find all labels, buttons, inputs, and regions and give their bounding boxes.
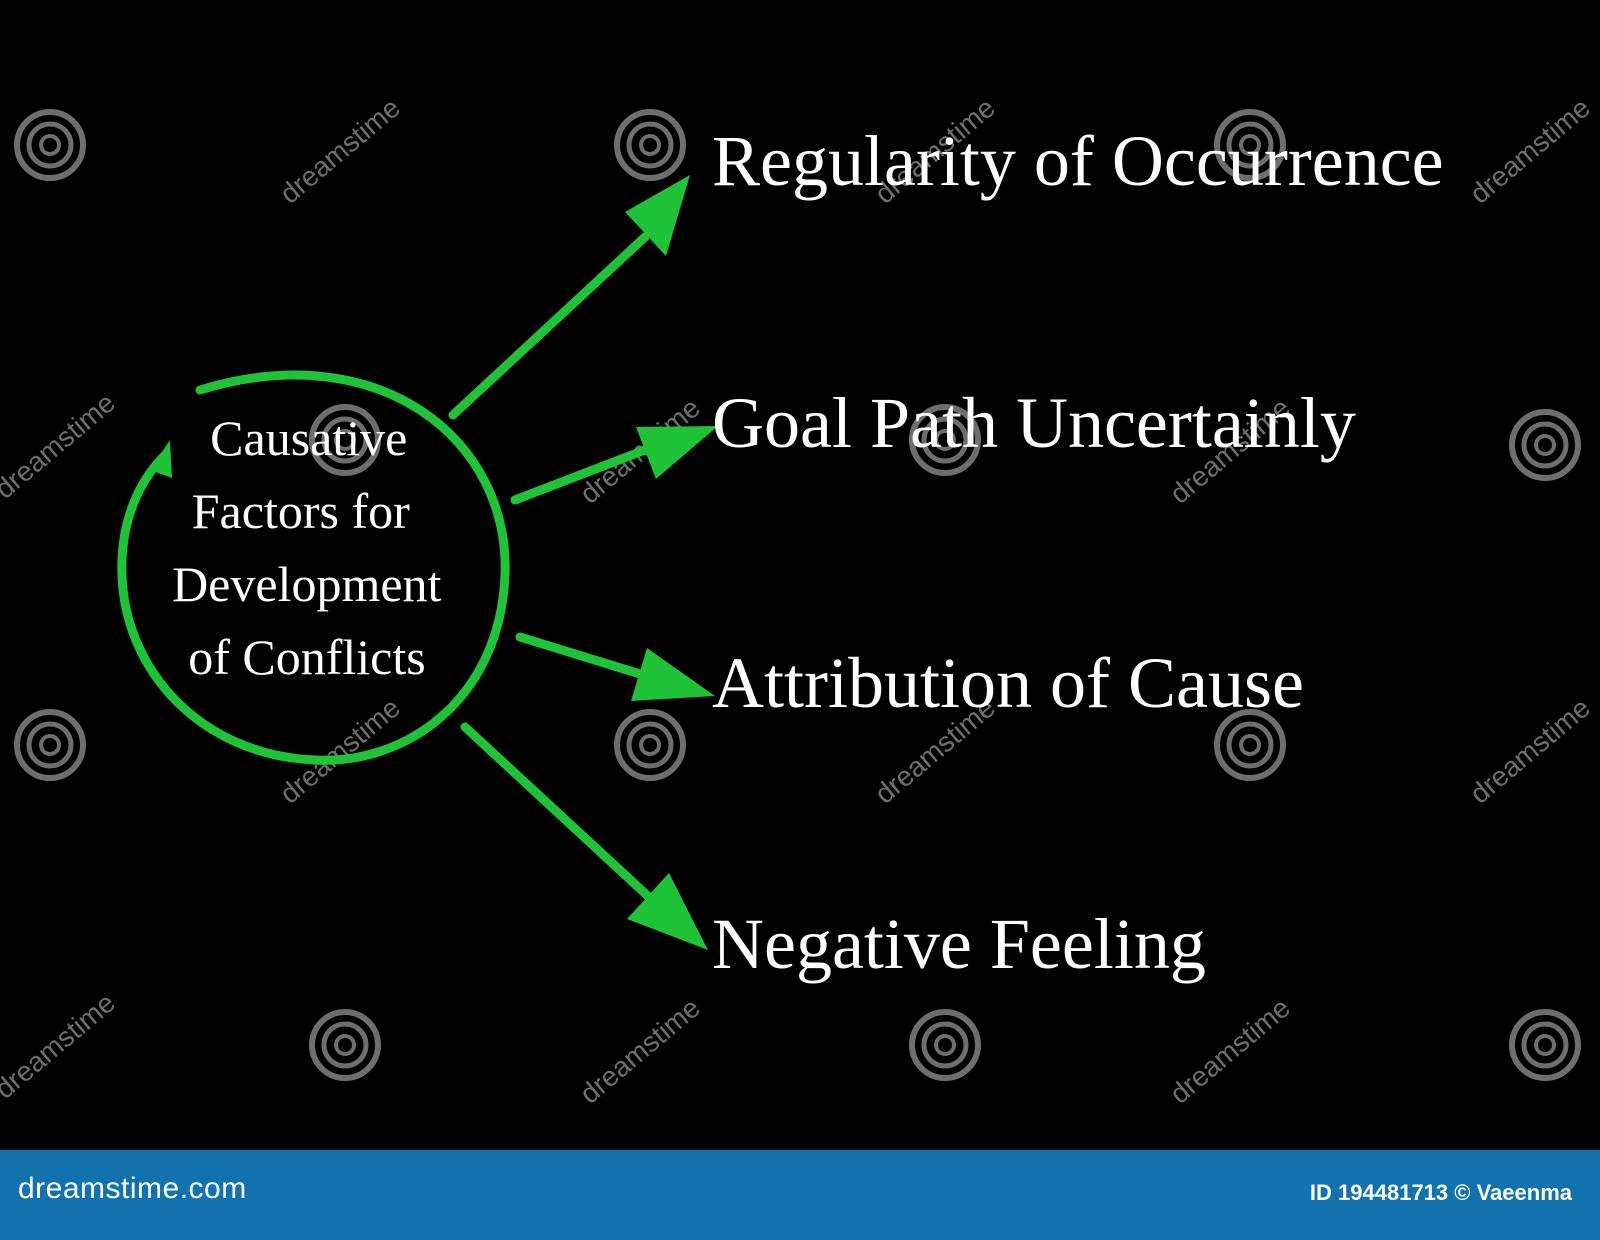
watermark-spiral-icon — [617, 112, 683, 178]
arrowhead-icon — [627, 873, 708, 950]
branch-labels: Regularity of Occurrence Goal Path Uncer… — [712, 121, 1444, 984]
watermark-text: dreamstime — [1464, 92, 1596, 210]
branch-label: Regularity of Occurrence — [712, 121, 1444, 201]
center-node: Causative Factors for Development of Con… — [117, 370, 510, 765]
arrowhead-icon — [636, 426, 718, 479]
center-label: Causative Factors for Development of Con… — [172, 410, 454, 685]
center-circle — [117, 370, 510, 765]
diagram-canvas: dreamstime dreamstime dreamstime dreamst… — [0, 92, 1596, 1110]
watermark-spiral-icon — [1512, 1012, 1578, 1078]
watermark-text: dreamstime — [1164, 992, 1296, 1110]
branch-label: Goal Path Uncertainly — [712, 383, 1356, 463]
arrow-to-branch-2 — [510, 426, 718, 505]
watermark-spiral-icon — [912, 1012, 978, 1078]
watermark-text: dreamstime — [274, 92, 406, 210]
center-label-line: Development — [172, 556, 441, 612]
center-label-line: Causative — [210, 410, 407, 466]
watermark-text: dreamstime — [0, 387, 121, 505]
arrow-to-branch-1 — [448, 175, 690, 420]
arrow-to-branch-4 — [460, 722, 708, 950]
arrowhead-icon — [631, 648, 715, 701]
footer-credit: ID 194481713 © Vaeenma — [1309, 1180, 1572, 1205]
watermark-spiral-icon — [17, 712, 83, 778]
arrow-to-branch-3 — [515, 632, 715, 701]
footer-site-logo[interactable]: dreamstime.com — [18, 1172, 247, 1205]
arrows — [448, 175, 718, 950]
watermark-text: dreamstime — [574, 992, 706, 1110]
branch-label: Attribution of Cause — [712, 643, 1304, 723]
arrowhead-icon — [625, 175, 690, 256]
center-circle-arrowhead — [150, 440, 172, 478]
watermark-text: dreamstime — [0, 987, 121, 1105]
center-label-line: of Conflicts — [188, 629, 425, 685]
watermark-spiral-icon — [1512, 412, 1578, 478]
watermark-spiral-icon — [312, 1012, 378, 1078]
watermark-spiral-icon — [617, 712, 683, 778]
footer-bar: dreamstime.com ID 194481713 © Vaeenma — [0, 1150, 1600, 1240]
branch-label: Negative Feeling — [712, 904, 1206, 984]
watermark-spiral-icon — [17, 112, 83, 178]
watermark-text: dreamstime — [1464, 692, 1596, 810]
center-label-line: Factors for — [192, 483, 410, 539]
